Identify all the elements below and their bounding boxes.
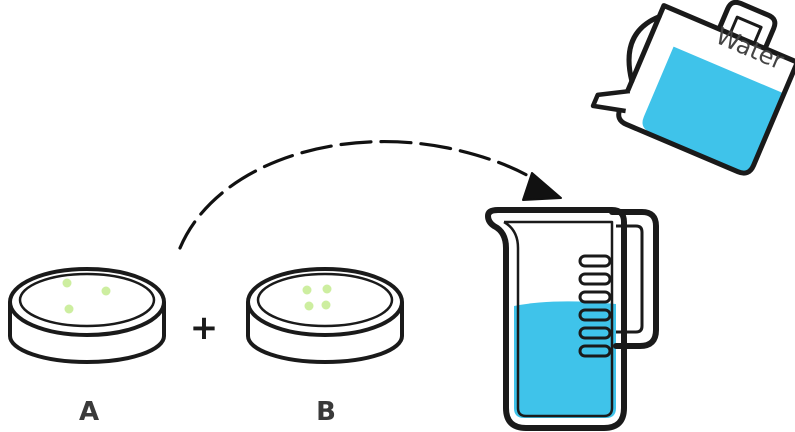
scale-mark xyxy=(578,308,612,322)
label-b: B xyxy=(316,397,336,427)
label-a: A xyxy=(79,397,99,427)
beaker-body xyxy=(485,207,627,431)
scale-mark xyxy=(578,344,612,358)
scale-mark xyxy=(578,272,612,286)
pitcher-handle-inner xyxy=(728,15,763,45)
beaker-inner-wall xyxy=(503,220,614,418)
pitcher-handle xyxy=(716,0,778,50)
colony-dot xyxy=(321,300,331,310)
petri-dish-b xyxy=(246,267,404,364)
colony-dot xyxy=(302,285,312,295)
colony-dot xyxy=(322,284,332,294)
pitcher-back xyxy=(626,14,662,84)
scale-mark xyxy=(578,290,612,304)
colony-dot xyxy=(64,304,74,314)
colony-dot xyxy=(101,286,111,296)
dish-b-inner-rim xyxy=(256,272,394,328)
petri-dish-a xyxy=(8,267,166,364)
beaker-handle-inner xyxy=(616,224,644,334)
pitcher-body xyxy=(616,3,795,176)
beaker-handle xyxy=(609,209,659,349)
pitcher-water xyxy=(642,46,785,172)
arrowhead xyxy=(522,172,562,201)
water-label: Water xyxy=(712,22,788,76)
pitcher-spout xyxy=(590,88,631,114)
dish-a-inner-rim xyxy=(18,272,156,328)
scale-mark xyxy=(578,254,612,268)
beaker-scale-marks xyxy=(578,254,612,358)
measuring-beaker-icon xyxy=(485,207,659,431)
scale-mark xyxy=(578,326,612,340)
arrow-shaft xyxy=(178,140,550,250)
colony-dot xyxy=(304,301,314,311)
water-pitcher-icon xyxy=(590,0,795,176)
plus-sign: + xyxy=(190,308,219,348)
colony-dot xyxy=(62,278,72,288)
dashed-arrow-icon xyxy=(178,140,562,250)
